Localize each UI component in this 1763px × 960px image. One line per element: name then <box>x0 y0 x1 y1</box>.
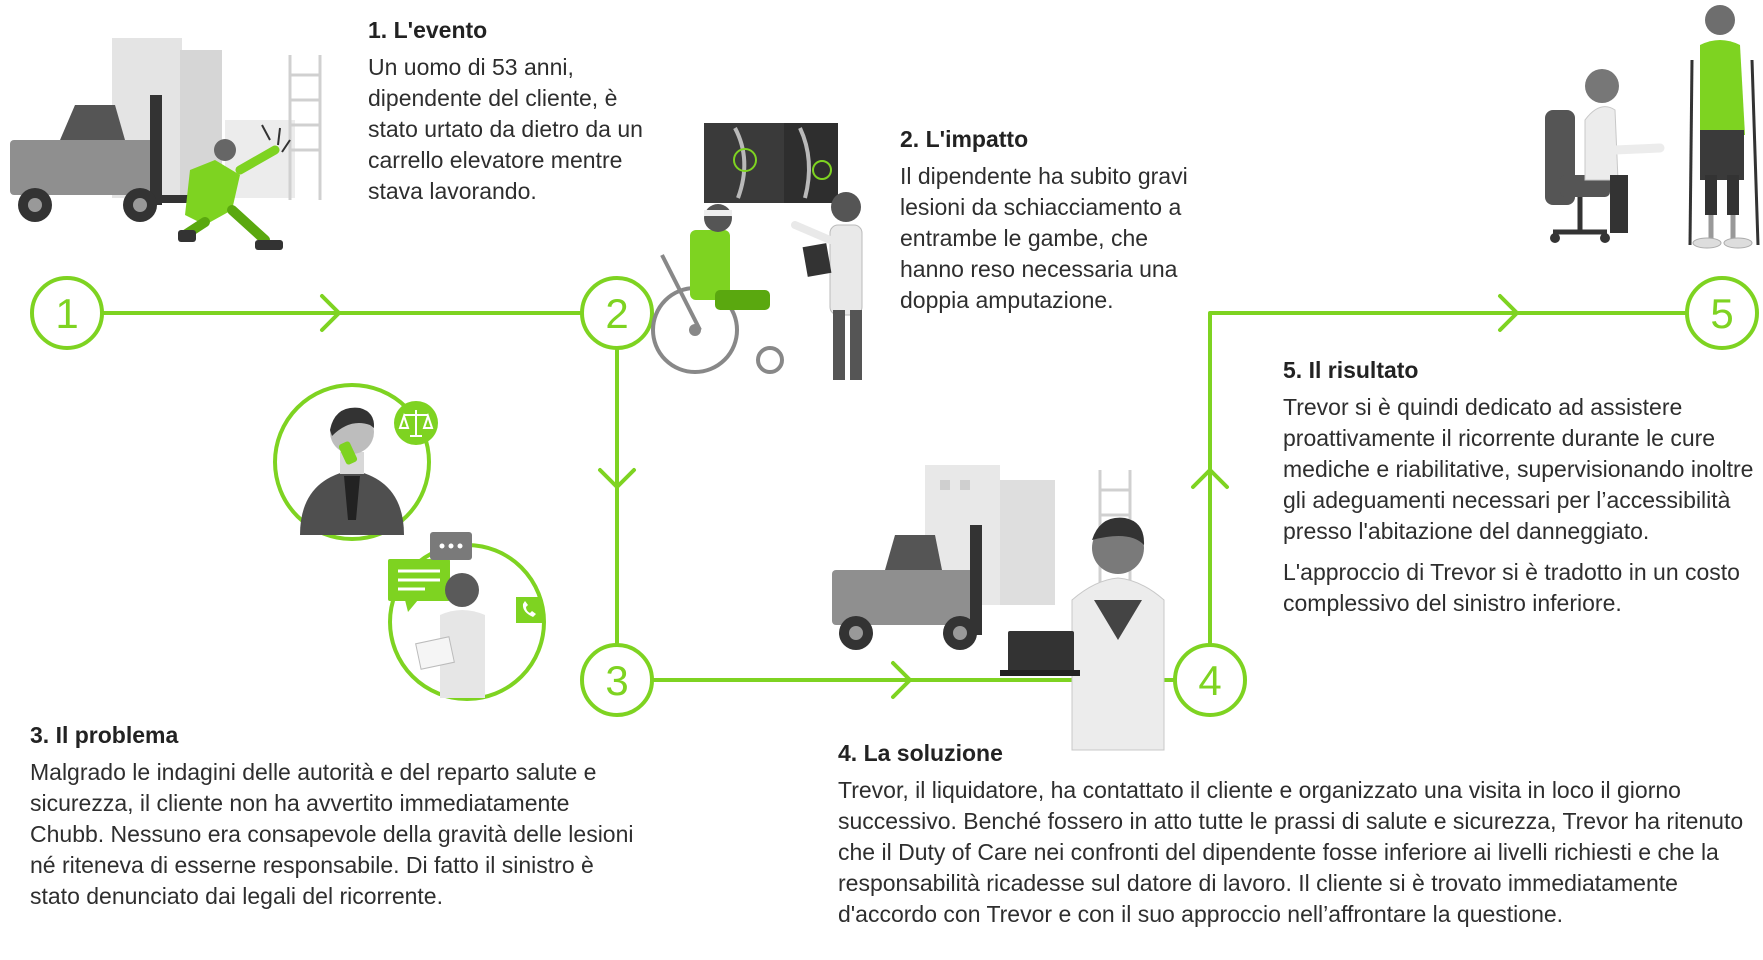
step-2-description: Il dipendente ha subito gravi lesioni da… <box>900 163 1188 313</box>
step-4-title: 4. La soluzione <box>838 740 1003 766</box>
step-number-3: 3 <box>605 657 628 704</box>
connector-4-5 <box>1208 311 1687 645</box>
step-number-5: 5 <box>1710 290 1733 337</box>
arrow-down-2 <box>598 468 636 489</box>
rehabilitation-prosthesis-illustration <box>1545 5 1760 249</box>
step-3-text: 3. Il problema Malgrado le indagini dell… <box>30 722 650 912</box>
step-3-title: 3. Il problema <box>30 722 179 748</box>
step-5-title: 5. Il risultato <box>1283 357 1419 383</box>
site-visit-laptop-illustration <box>832 465 1165 751</box>
step-marker-5: 5 <box>1685 276 1759 350</box>
step-5-conclusion: L'approccio di Trevor si è tradotto in u… <box>1283 559 1740 616</box>
phone-call-lawyer-illustration <box>273 383 438 541</box>
step-1-description: Un uomo di 53 anni, dipendente del clien… <box>368 54 643 204</box>
step-marker-2: 2 <box>580 276 654 350</box>
step-4-description: Trevor, il liquidatore, ha contattato il… <box>838 777 1744 927</box>
phone-icon <box>516 597 542 623</box>
step-1-title: 1. L'evento <box>368 17 488 43</box>
step-number-2: 2 <box>605 290 628 337</box>
step-marker-4: 4 <box>1173 643 1247 717</box>
forklift-accident-illustration <box>10 38 322 250</box>
arrow-up-4 <box>1191 468 1229 489</box>
step-5-description: Trevor si è quindi dedicato ad assistere… <box>1283 394 1754 544</box>
arrow-right-1 <box>320 294 341 332</box>
step-marker-3: 3 <box>580 643 654 717</box>
arrow-right-3 <box>891 661 912 699</box>
step-1-text: 1. L'evento Un uomo di 53 anni, dipenden… <box>368 17 668 207</box>
step-number-1: 1 <box>55 290 78 337</box>
step-5-text: 5. Il risultato Trevor si è quindi dedic… <box>1283 357 1761 619</box>
step-2-title: 2. L'impatto <box>900 126 1029 152</box>
step-number-4: 4 <box>1198 657 1221 704</box>
step-4-text: 4. La soluzione Trevor, il liquidatore, … <box>838 740 1758 930</box>
chat-adjuster-illustration <box>388 532 546 701</box>
wheelchair-doctor-illustration <box>651 123 863 380</box>
step-3-description: Malgrado le indagini delle autorità e de… <box>30 759 634 909</box>
arrow-right-4 <box>1498 294 1519 332</box>
step-2-text: 2. L'impatto Il dipendente ha subito gra… <box>900 126 1190 316</box>
step-marker-1: 1 <box>30 276 104 350</box>
scales-icon <box>394 401 438 445</box>
